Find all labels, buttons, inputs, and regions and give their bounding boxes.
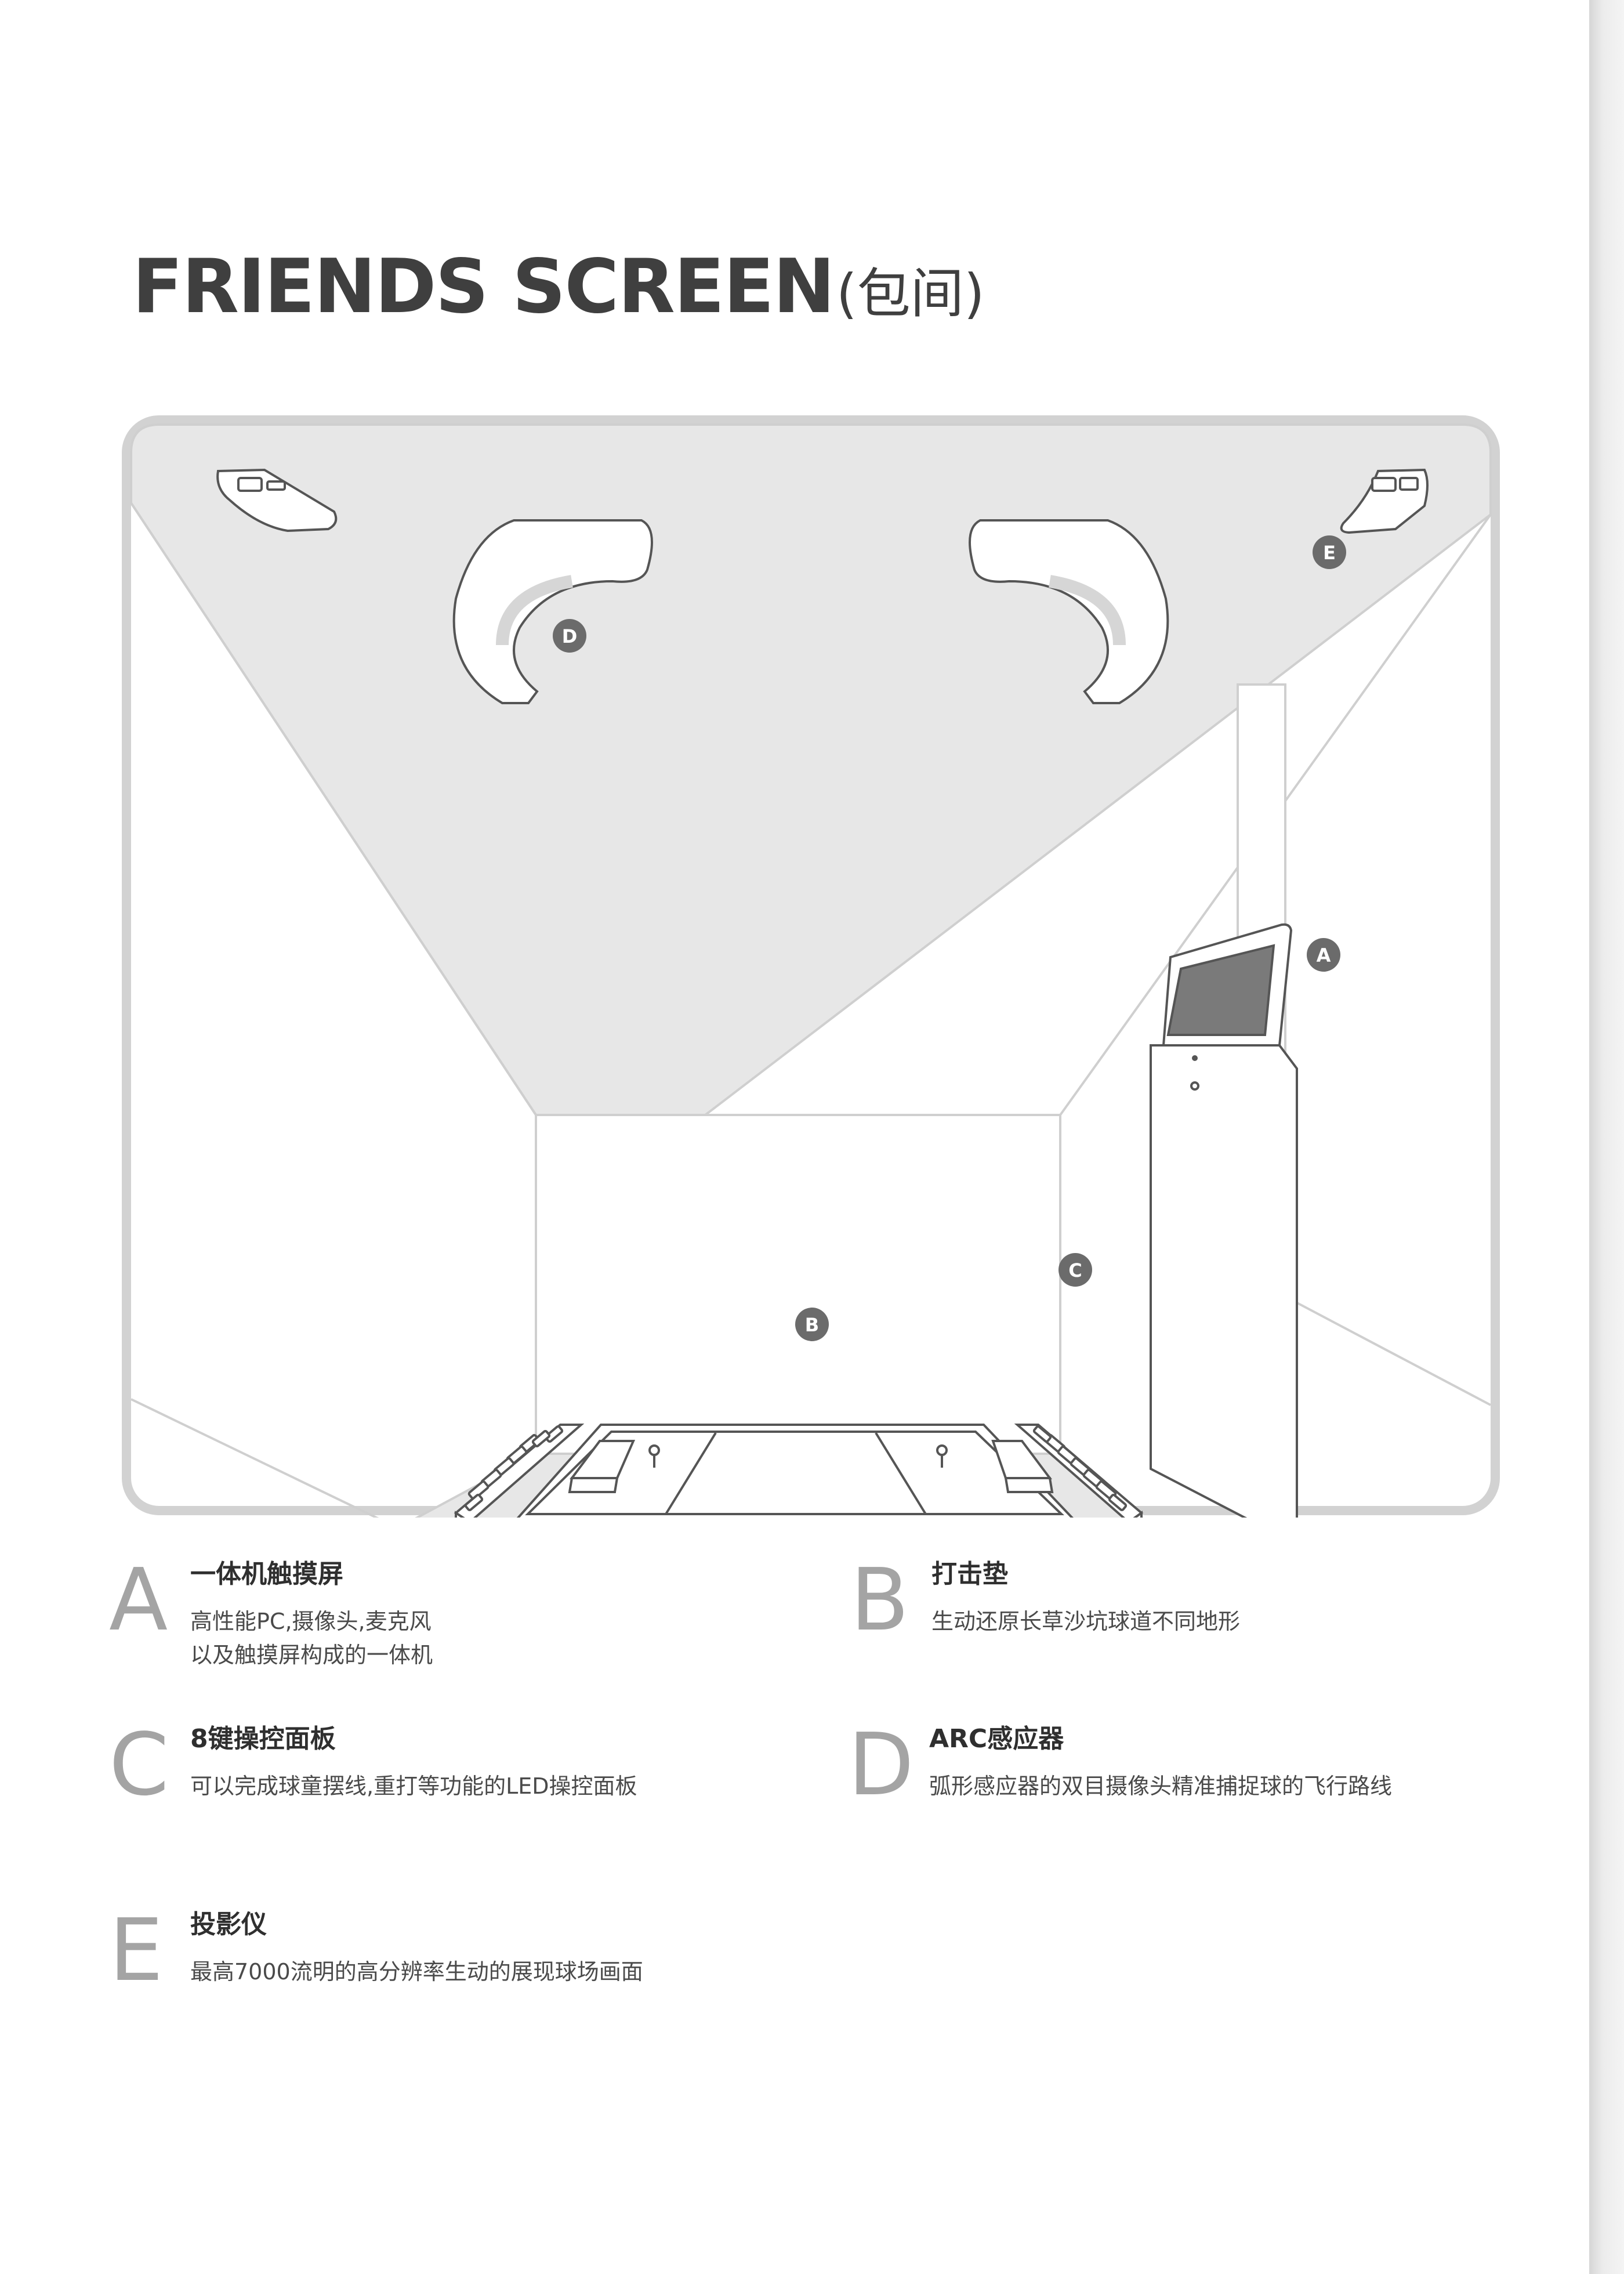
legend-letter-b: B — [850, 1550, 909, 1650]
legend-desc-d-line-1: 弧形感应器的双目摄像头精准捕捉球的飞行路线 — [929, 1773, 1393, 1799]
legend-title-c: 8键操控面板 — [190, 1724, 336, 1754]
callout-d: D — [553, 619, 586, 653]
legend-title-e: 投影仪 — [190, 1910, 267, 1939]
legend-letter-d: D — [848, 1715, 914, 1815]
kiosk — [1150, 923, 1298, 1518]
arc-sensor-right — [969, 519, 1169, 704]
legend-letter-e: E — [109, 1900, 164, 2000]
legend-title-b: 打击垫 — [931, 1559, 1008, 1589]
control-panel-left — [454, 1424, 585, 1518]
legend-desc-e: 最高7000流明的高分辨率生动的展现球场画面 — [190, 1955, 643, 1989]
arc-sensor-left — [452, 519, 653, 704]
legend-desc-b: 生动还原长草沙坑球道不同地形 — [931, 1605, 1240, 1638]
legend-desc-c-line-1: 可以完成球童摆线,重打等功能的LED操控面板 — [190, 1773, 637, 1799]
page-title: FRIENDS SCREEN(包间) — [132, 244, 985, 330]
room-illustration: A B C D E — [122, 415, 1500, 1518]
callout-d-label: D — [562, 625, 578, 647]
legend-desc-a: 高性能PC,摄像头,麦克风 以及触摸屏构成的一体机 — [190, 1605, 433, 1672]
callout-a-label: A — [1317, 944, 1331, 966]
callout-b: B — [795, 1308, 829, 1341]
legend-desc-a-line-2: 以及触摸屏构成的一体机 — [190, 1642, 433, 1668]
callout-a: A — [1307, 938, 1340, 972]
legend-desc-a-line-1: 高性能PC,摄像头,麦克风 — [190, 1609, 432, 1634]
callout-b-label: B — [805, 1314, 819, 1336]
projector-left — [216, 468, 338, 533]
legend-letter-c: C — [109, 1715, 169, 1815]
projector-right — [1340, 468, 1429, 534]
callout-e-label: E — [1323, 542, 1336, 564]
legend-title-d: ARC感应器 — [929, 1724, 1064, 1754]
hitting-mat — [516, 1424, 1074, 1518]
page-edge — [1589, 0, 1624, 2274]
callout-e: E — [1313, 535, 1346, 569]
page-title-main: FRIENDS SCREEN — [132, 244, 835, 330]
callout-c-label: C — [1068, 1259, 1082, 1281]
legend-desc-b-line-1: 生动还原长草沙坑球道不同地形 — [931, 1609, 1241, 1634]
back-wall — [535, 1114, 1061, 1455]
callout-c: C — [1058, 1253, 1092, 1287]
legend-title-a: 一体机触摸屏 — [190, 1559, 343, 1589]
control-panel-right — [1014, 1424, 1144, 1518]
page-title-sub: (包间) — [836, 263, 985, 325]
legend-desc-d: 弧形感应器的双目摄像头精准捕捉球的飞行路线 — [929, 1769, 1392, 1803]
legend-letter-a: A — [109, 1550, 168, 1650]
legend-desc-e-line-1: 最高7000流明的高分辨率生动的展现球场画面 — [190, 1959, 643, 1985]
legend-desc-c: 可以完成球童摆线,重打等功能的LED操控面板 — [190, 1769, 637, 1803]
